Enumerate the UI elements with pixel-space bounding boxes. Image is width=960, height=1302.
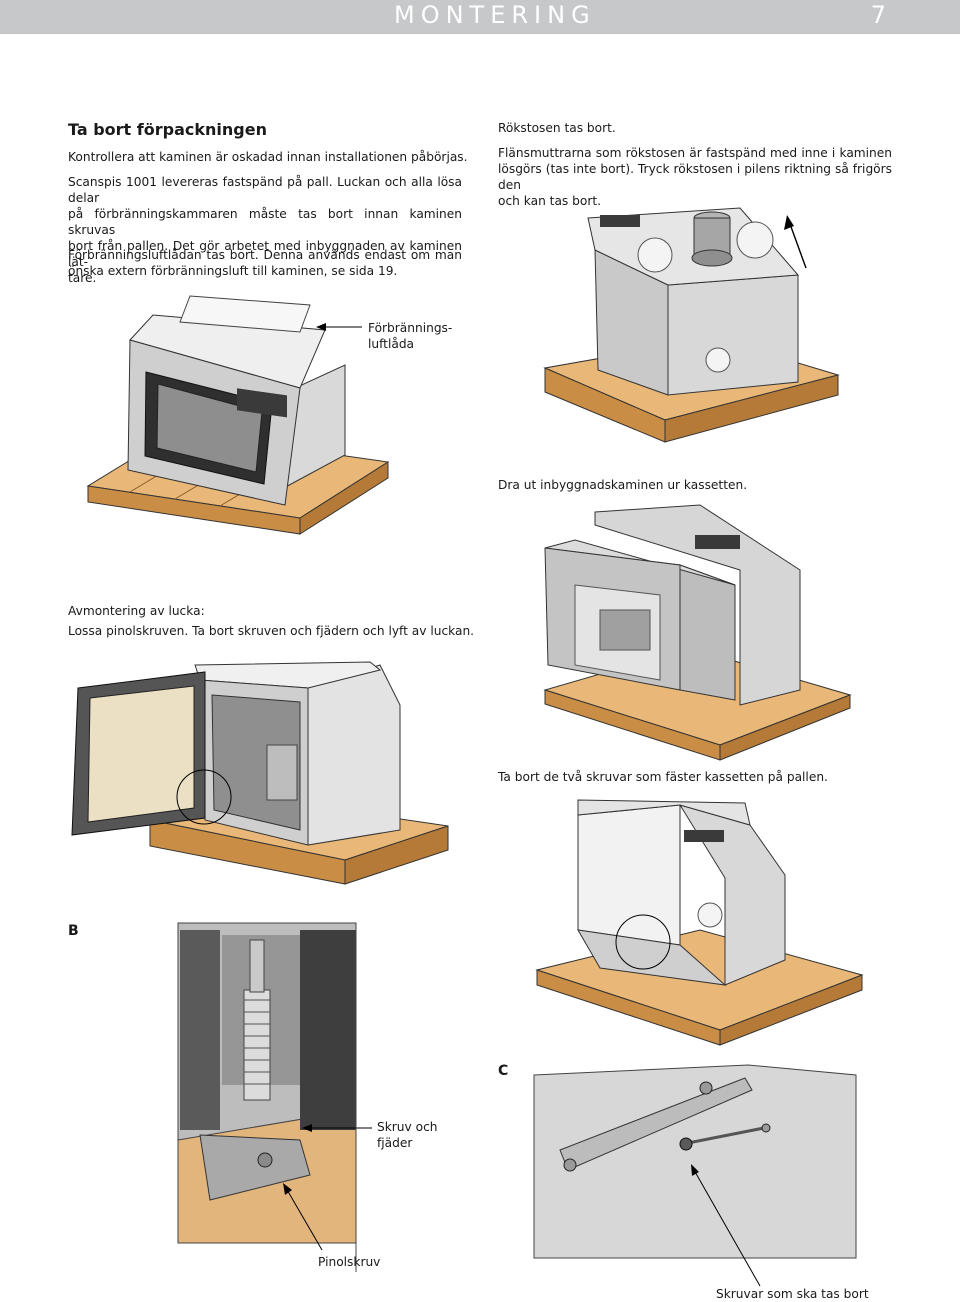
page-number: 7 — [870, 1, 886, 29]
text-line: Scanspis 1001 levereras fastspänd på pal… — [68, 175, 462, 205]
paragraph-flue: Rökstosen tas bort. — [498, 121, 616, 135]
callout-line: luftlåda — [368, 337, 415, 351]
cassette-floor — [577, 929, 727, 986]
hinge-bracket — [199, 1134, 311, 1201]
detail-b-circle — [176, 769, 232, 825]
callout-pin-screw: Pinolskruv — [318, 1255, 381, 1269]
paragraph-remove-screws: Ta bort de två skruvar som fäster kasset… — [498, 770, 828, 784]
paragraph-airbox: Förbränningsluftlådan tas bort. Denna an… — [68, 247, 462, 279]
text-line: på förbränningskammaren måste tas bort i… — [68, 207, 462, 237]
callout-airbox: Förbrännings- luftlåda — [368, 320, 452, 352]
section-title: MONTERING — [394, 1, 596, 29]
label-b-detail: B — [68, 923, 79, 939]
text-line: och kan tas bort. — [498, 194, 601, 208]
label-c-detail: C — [498, 1063, 509, 1079]
paragraph-flange: Flänsmuttrarna som rökstosen är fastspän… — [498, 145, 892, 209]
door-title: Avmontering av lucka: — [68, 604, 205, 618]
screw — [687, 1126, 765, 1145]
callout-line: fjäder — [377, 1136, 413, 1150]
door-glass — [87, 685, 195, 823]
page-header: MONTERING 7 — [0, 0, 960, 34]
text-line: Förbränningsluftlådan tas bort. Denna an… — [68, 248, 462, 262]
door-text: Lossa pinolskruven. Ta bort skruven och … — [68, 624, 475, 638]
text-line: tare. — [68, 271, 97, 285]
callout-screw-spring: Skruv och fjäder — [377, 1119, 438, 1151]
text-line: lösgörs (tas inte bort). Tryck rökstosen… — [498, 162, 892, 192]
callout-line: Förbrännings- — [368, 321, 453, 335]
text-line: bort från pallen. Det gör arbetet med in… — [68, 239, 462, 269]
cassette — [594, 504, 801, 706]
callout-line: Skruv och — [377, 1120, 438, 1134]
text-line: Flänsmuttrarna som rökstosen är fastspän… — [498, 146, 892, 160]
paragraph-delivery: Scanspis 1001 levereras fastspänd på pal… — [68, 174, 462, 286]
spring — [243, 989, 271, 1101]
callout-screws-to-remove: Skruvar som ska tas bort — [716, 1287, 869, 1301]
detail-c-circle — [615, 914, 671, 970]
flue-collar — [691, 211, 733, 267]
airbox — [179, 295, 311, 333]
text-line: önska extern förbränningsluft till kamin… — [68, 264, 398, 278]
section-heading: Ta bort förpackningen — [68, 120, 267, 139]
paragraph-pull-out: Dra ut inbyggnadskaminen ur kassetten. — [498, 478, 748, 492]
paragraph-intro: Kontrollera att kaminen är oskadad innan… — [68, 150, 468, 164]
